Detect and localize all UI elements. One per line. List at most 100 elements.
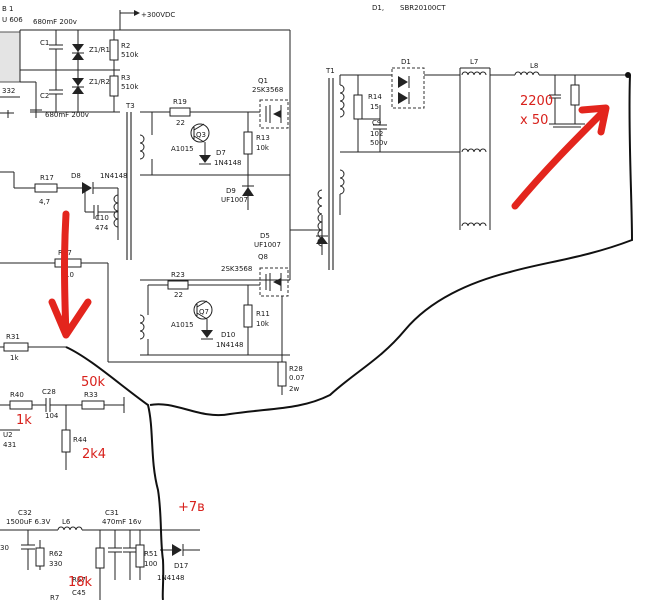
label-z1r1: Z1/R1 — [89, 46, 110, 54]
output-filter — [549, 75, 585, 128]
resistor-r2 — [109, 30, 119, 70]
label-r11: R11 — [256, 310, 270, 318]
annotation-arrow-top-right — [511, 104, 610, 210]
label-d7: D7 — [216, 149, 226, 157]
label-l7: L7 — [470, 58, 478, 66]
label-c1: C1 — [40, 39, 49, 47]
resistor-r19 — [152, 107, 260, 117]
label-r51-value: 100 — [144, 560, 157, 568]
mosfet-q1 — [259, 99, 289, 129]
label-300vdc: +300VDC — [141, 11, 175, 19]
label-680-top: 680mF 200v — [33, 18, 77, 26]
label-r17-value: 4,7 — [39, 198, 50, 206]
label-t1: T1 — [325, 67, 335, 75]
label-q8: Q8 — [258, 253, 268, 261]
snubber-r14-c9 — [353, 75, 387, 152]
label-d10-value: 1N4148 — [216, 341, 244, 349]
label-d10: D10 — [221, 331, 235, 339]
label-r13-value: 10k — [256, 144, 270, 152]
label-r11-value: 10k — [256, 320, 270, 328]
label-q8-value: 2SK3568 — [221, 265, 252, 273]
label-c9-value: 102 — [370, 130, 383, 138]
label-q3: Q3 — [196, 131, 206, 139]
label-r23-value: 22 — [174, 291, 183, 299]
label-u606: U 606 — [2, 16, 23, 24]
drive-network — [0, 171, 119, 240]
label-r14-value: 15 — [370, 103, 379, 111]
label-c9: C9 — [372, 119, 381, 127]
label-c10-value: 474 — [95, 224, 109, 232]
label-q1-value: 2SK3568 — [252, 86, 283, 94]
resistor-r31 — [0, 342, 66, 352]
label-c32-value: 1500uF 6.3V — [6, 518, 51, 526]
label-d9-value: UF1007 — [221, 196, 248, 204]
label-r3: R3 — [121, 74, 130, 82]
zener-pair — [72, 30, 84, 112]
label-l8: L8 — [530, 62, 538, 70]
label-r33: R33 — [84, 391, 98, 399]
label-30: 30 — [0, 544, 9, 552]
label-c31-value: 470mF 16v — [102, 518, 141, 526]
label-c9-voltage: 500v — [370, 139, 388, 147]
label-r14: R14 — [368, 93, 382, 101]
label-q7: Q7 — [199, 308, 209, 316]
feedback-network — [0, 397, 125, 470]
label-r17: R17 — [40, 174, 54, 182]
label-c28: C28 — [42, 388, 56, 396]
label-r13: R13 — [256, 134, 270, 142]
bottom-output-filter — [0, 526, 200, 600]
resistor-r13 — [243, 112, 253, 175]
label-c32: C32 — [18, 509, 32, 517]
label-c10: C10 — [95, 214, 109, 222]
label-u2-value: 431 — [3, 441, 16, 449]
label-r62: R62 — [49, 550, 63, 558]
label-r44: R44 — [73, 436, 87, 444]
label-r62-value: 330 — [49, 560, 62, 568]
annotation-50k: 50k — [81, 375, 106, 390]
transistor-q7 — [193, 300, 213, 320]
label-d1: D1 — [401, 58, 411, 66]
bulk-capacitor-c1 — [49, 30, 63, 70]
mosfet-q8 — [259, 267, 289, 297]
label-d17: D17 — [174, 562, 188, 570]
label-d8: D8 — [71, 172, 81, 180]
label-d1-part: SBR20100CT — [400, 4, 446, 12]
label-r2: R2 — [121, 42, 130, 50]
transformer-t3 — [113, 111, 290, 356]
label-a1015-top: A1015 — [171, 145, 194, 153]
hand-drawn-wire — [65, 74, 634, 600]
label-l6: L6 — [62, 518, 71, 526]
label-r23: R23 — [171, 271, 185, 279]
inductor-l8 — [514, 71, 628, 76]
resistor-r28 — [277, 296, 287, 395]
annotation-arrow-left — [48, 210, 92, 339]
label-b1: B 1 — [2, 5, 13, 13]
label-a1015-bottom: A1015 — [171, 321, 194, 329]
resistor-r23 — [148, 280, 260, 290]
label-d9: D9 — [226, 187, 236, 195]
label-d1-header: D1, — [372, 4, 384, 12]
label-r31: R31 — [6, 333, 20, 341]
label-r27-value: 10 — [65, 271, 74, 279]
resistor-r3 — [109, 70, 119, 112]
label-680-bottom: 680mF 200v — [45, 111, 89, 119]
label-r3-value: 510k — [121, 83, 139, 91]
label-c31: C31 — [105, 509, 119, 517]
label-c28-value: 104 — [45, 412, 59, 420]
label-d7-value: 1N4148 — [214, 159, 242, 167]
transformer-t1 — [317, 74, 420, 270]
label-d5: D5 — [260, 232, 270, 240]
inductor-l7 — [420, 67, 515, 230]
label-z1r2: Z1/R2 — [89, 78, 110, 86]
label-r19: R19 — [173, 98, 187, 106]
annotation-plus7v: +7в — [178, 500, 205, 515]
label-d17-value: 1N4148 — [157, 574, 185, 582]
label-r19-value: 22 — [176, 119, 185, 127]
label-r31-value: 1k — [10, 354, 19, 362]
label-c45: C45 — [72, 589, 86, 597]
label-t3: T3 — [125, 102, 135, 110]
annotation-1k: 1k — [16, 413, 32, 428]
diode-d9 — [242, 175, 254, 210]
